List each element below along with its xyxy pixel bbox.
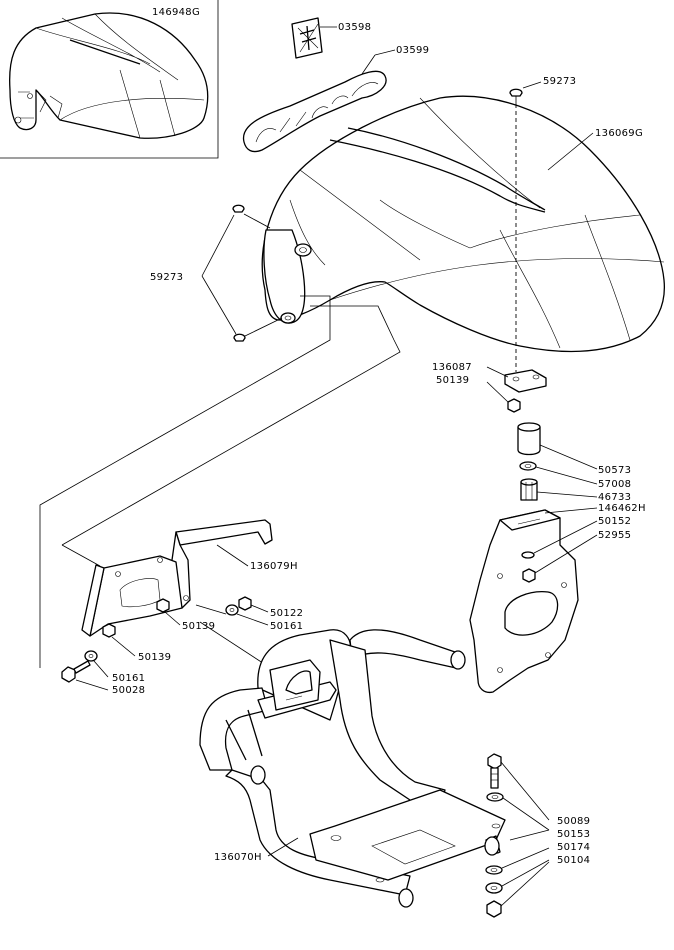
label-146948G: 146948G <box>152 7 200 18</box>
label-50139-left: 50139 <box>138 652 171 663</box>
label-03598: 03598 <box>338 22 371 33</box>
nut-50122: 50122 <box>238 596 303 619</box>
label-50139-top: 50139 <box>436 375 469 386</box>
emblem-03598: 03598 <box>291 17 371 59</box>
bolt-50028: 50028 <box>61 660 145 696</box>
label-59273-top: 59273 <box>543 76 576 87</box>
screw-59273-top: 59273 <box>509 76 576 372</box>
standoff-46733: 46733 <box>520 478 631 503</box>
leader-50161-bracket <box>195 604 227 615</box>
label-50028: 50028 <box>112 685 145 696</box>
washer-50152: 50152 <box>521 516 631 559</box>
plate-136087: 136087 <box>432 362 547 393</box>
washer-50161-right: 50161 <box>225 604 303 632</box>
label-136087: 136087 <box>432 362 472 373</box>
nut-50139-top: 50139 <box>436 375 521 413</box>
label-59273-left: 59273 <box>150 272 183 283</box>
frame-136070H: 136070H <box>199 621 506 908</box>
label-50161-left: 50161 <box>112 673 145 684</box>
bolt-52955: 52955 <box>522 530 631 583</box>
label-50161-right: 50161 <box>270 621 303 632</box>
screws-59273-left: 59273 <box>150 204 283 342</box>
label-136070H: 136070H <box>214 852 262 863</box>
label-57008: 57008 <box>598 479 631 490</box>
spacer-50573: 50573 <box>517 422 631 476</box>
bolt-50089: 50089 <box>487 753 590 827</box>
wordmark-03599: 03599 <box>242 45 429 153</box>
washer-50174: 50174 <box>485 842 590 875</box>
label-146462H: 146462H <box>598 503 646 514</box>
label-50122: 50122 <box>270 608 303 619</box>
label-03599: 03599 <box>396 45 429 56</box>
mount-plate-146462H: 146462H <box>469 503 646 694</box>
reference-frame <box>39 295 401 668</box>
label-136069G: 136069G <box>595 128 643 139</box>
label-136079H: 136079H <box>250 561 298 572</box>
label-50174: 50174 <box>557 842 590 853</box>
nut-50139-mid: 50139 <box>156 598 215 632</box>
label-52955: 52955 <box>598 530 631 541</box>
inset-assembled-view: 146948G <box>0 0 219 159</box>
washer-50161-left: 50161 <box>84 650 145 684</box>
bracket-136079H: 136079H <box>81 519 298 637</box>
label-50089: 50089 <box>557 816 590 827</box>
washer-50104: 50104 <box>485 855 590 894</box>
nut-50139-left: 50139 <box>102 623 171 663</box>
label-46733: 46733 <box>598 492 631 503</box>
label-50139-mid: 50139 <box>182 621 215 632</box>
label-50153: 50153 <box>557 829 590 840</box>
nut-bottom <box>486 861 550 918</box>
washer-57008: 57008 <box>519 461 631 490</box>
label-50573: 50573 <box>598 465 631 476</box>
backrest-136069G: 136069G <box>261 95 666 353</box>
washer-50153: 50153 <box>486 792 590 841</box>
label-50152: 50152 <box>598 516 631 527</box>
label-50104: 50104 <box>557 855 590 866</box>
